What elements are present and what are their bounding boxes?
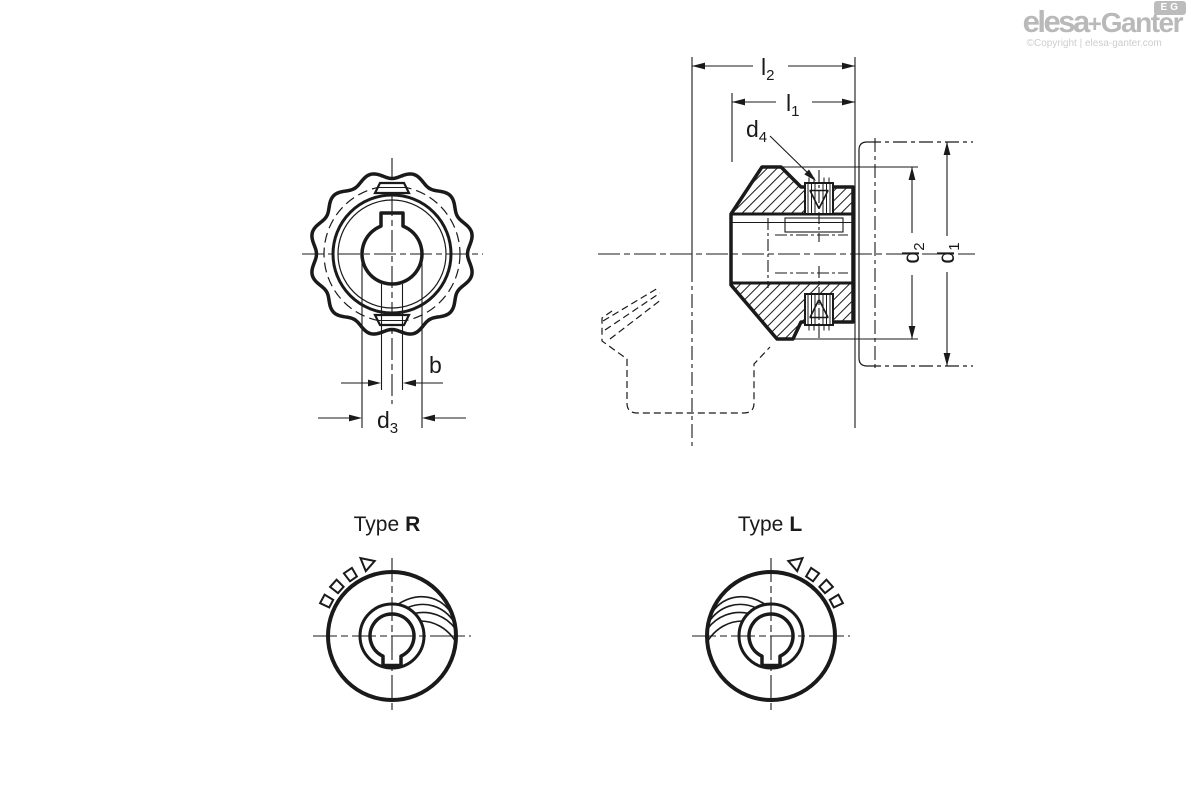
side-section-view [598, 57, 975, 448]
type-r-view [313, 556, 471, 714]
dim-d4: d4 [746, 116, 767, 146]
dim-b: b [429, 352, 442, 378]
brand-logo-plus: + [1087, 11, 1102, 38]
brand-logo-elesa: elesa [1022, 4, 1091, 39]
front-view [302, 158, 483, 428]
dim-l2: l2 [761, 54, 774, 84]
dim-d3: d3 [377, 407, 398, 437]
mating-collar-phantom [858, 138, 973, 370]
front-set-screw-bottom [373, 313, 411, 327]
dim-d1: d1 [933, 242, 963, 263]
dim-l1: l1 [786, 90, 799, 120]
rotation-arrow-r [318, 556, 377, 609]
type-l-view [692, 556, 850, 714]
front-set-screw-top [373, 181, 411, 195]
dimension-arrowheads [349, 62, 951, 422]
rotation-arrow-l [786, 556, 845, 609]
grip-wing-r [397, 595, 457, 642]
grip-wing-l [706, 595, 766, 642]
hub-section-outline [729, 165, 855, 341]
phantom-knob-outline [601, 287, 771, 414]
brand-block: EG elesa+Ganter ©Copyright | elesa-gante… [1022, 1, 1186, 49]
dimension-labels: l2 l1 d4 d2 d1 b d3 [377, 54, 963, 437]
knob-scalloped-rim [310, 172, 474, 336]
brand-copyright: ©Copyright | elesa-ganter.com [1026, 38, 1162, 49]
dim-d2: d2 [898, 242, 928, 263]
bore-with-keyway [360, 211, 424, 286]
brand-badge: EG [1153, 1, 1186, 15]
